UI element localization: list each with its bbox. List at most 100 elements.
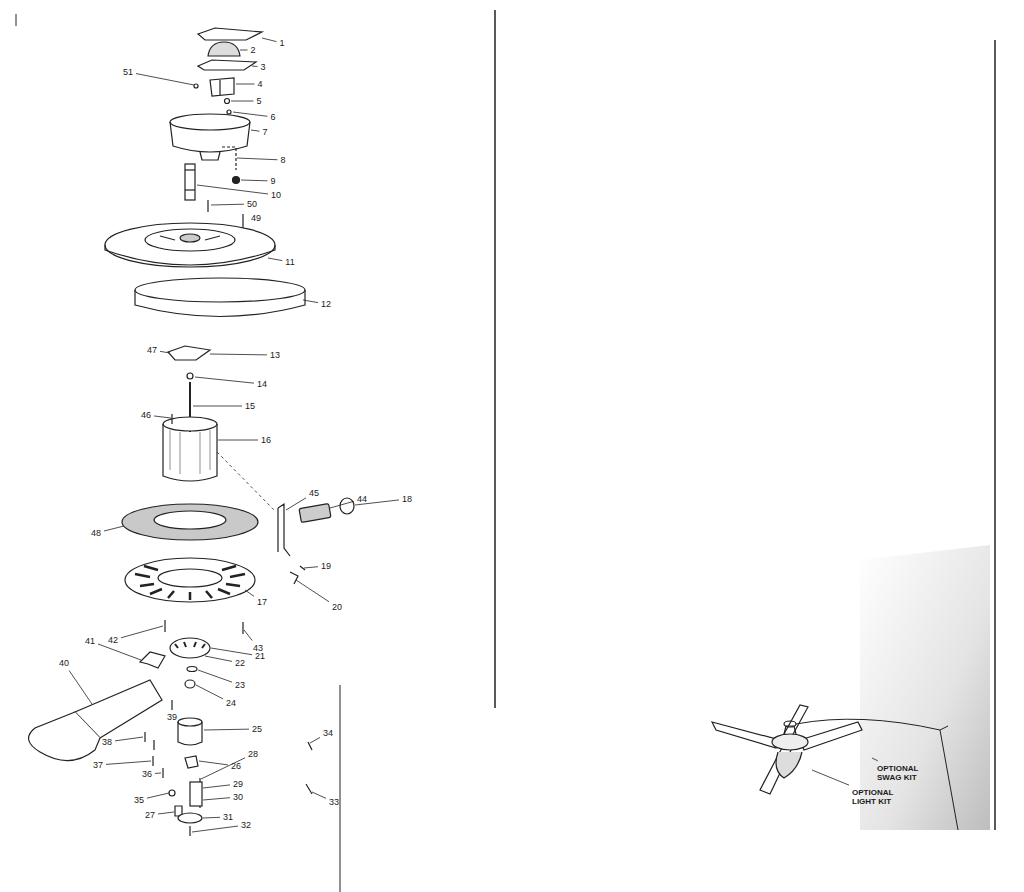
callout-number: 31 — [223, 813, 233, 822]
leader-line — [251, 130, 259, 131]
leader-line — [240, 50, 247, 51]
leader-line — [244, 630, 252, 641]
leader-line — [245, 590, 254, 596]
leader-line — [193, 406, 242, 407]
leader-line — [211, 648, 252, 655]
leader-line — [203, 785, 230, 788]
callout-number: 39 — [167, 713, 177, 722]
leader-line — [231, 101, 253, 102]
callout-number: 44 — [357, 495, 367, 504]
callout-number: 45 — [309, 489, 319, 498]
leader-line — [203, 798, 230, 800]
callout-number: 8 — [280, 156, 285, 165]
leader-line — [296, 580, 329, 602]
leader-line — [210, 354, 267, 356]
callout-number: 30 — [233, 793, 243, 802]
callout-number: 49 — [251, 214, 261, 223]
leader-line — [204, 729, 249, 731]
callout-number: 34 — [323, 729, 333, 738]
leader-line — [304, 567, 318, 568]
callout-number: 4 — [257, 80, 262, 89]
callout-number: 10 — [271, 191, 281, 200]
callout-number: 42 — [108, 636, 118, 645]
leader-line — [195, 377, 254, 383]
callout-number: 20 — [332, 603, 342, 612]
leader-line — [218, 440, 258, 441]
callout-number: 9 — [270, 177, 275, 186]
leader-line — [286, 498, 306, 510]
callout-number: 13 — [270, 351, 280, 360]
callout-number: 32 — [241, 821, 251, 830]
callout-number: 23 — [235, 681, 245, 690]
callout-number: 3 — [260, 63, 265, 72]
leader-line — [201, 758, 245, 779]
callout-number: 18 — [402, 495, 412, 504]
leader-line — [205, 656, 232, 661]
leader-line — [69, 671, 92, 705]
callout-number: 40 — [59, 659, 69, 668]
callout-number: 38 — [102, 738, 112, 747]
leader-line — [303, 300, 318, 303]
note-label: OPTIONAL LIGHT KIT — [852, 788, 904, 806]
callout-number: 33 — [329, 798, 339, 807]
callout-number: 2 — [250, 46, 255, 55]
leader-line — [312, 792, 326, 798]
callout-number: 37 — [93, 761, 103, 770]
callout-number: 19 — [321, 562, 331, 571]
callout-number: 12 — [321, 300, 331, 309]
leader-line — [203, 817, 220, 819]
leader-line — [199, 761, 228, 765]
callout-number: 25 — [252, 725, 262, 734]
leader-line — [237, 158, 277, 160]
callout-number: 22 — [235, 659, 245, 668]
callout-number: 11 — [285, 258, 294, 267]
leader-line — [211, 204, 244, 206]
callout-number: 1 — [279, 39, 284, 48]
leader-line — [192, 826, 238, 832]
leader-line — [104, 526, 124, 531]
leader-line — [160, 351, 170, 353]
callout-number: 36 — [142, 770, 152, 779]
leader-line — [268, 258, 282, 261]
callout-number: 29 — [233, 780, 243, 789]
leader-line — [158, 812, 174, 814]
callout-number: 14 — [257, 380, 267, 389]
note-label: OPTIONAL SWAG KIT — [877, 764, 929, 782]
callout-number: 24 — [226, 699, 236, 708]
leader-line — [241, 180, 267, 182]
leader-line — [872, 758, 878, 761]
callout-number: 15 — [245, 402, 255, 411]
callout-number: 26 — [231, 762, 241, 771]
leader-line — [262, 38, 276, 42]
leader-line — [197, 185, 268, 194]
callout-number: 35 — [134, 796, 144, 805]
callout-number: 5 — [256, 97, 261, 106]
leader-line — [121, 626, 163, 638]
leader-line — [106, 761, 151, 764]
callout-number: 6 — [270, 113, 275, 122]
leader-line — [233, 112, 267, 116]
leader-line — [136, 74, 194, 85]
callout-number: 28 — [248, 750, 258, 759]
leader-line — [252, 66, 257, 67]
leader-line — [154, 416, 171, 418]
leader-line — [115, 737, 143, 741]
callout-number: 50 — [247, 200, 257, 209]
callout-number: 51 — [123, 68, 133, 77]
leader-line — [198, 670, 232, 682]
callout-number: 17 — [257, 598, 267, 607]
leader-line — [310, 737, 320, 743]
callout-number: 7 — [262, 128, 267, 137]
leader-line — [236, 84, 254, 85]
callout-number: 27 — [145, 811, 155, 820]
callout-number: 41 — [85, 637, 95, 646]
callout-number: 16 — [261, 436, 271, 445]
callout-number: 47 — [147, 346, 157, 355]
leader-line — [155, 773, 161, 774]
leader-line — [812, 770, 849, 785]
leader-line — [98, 644, 141, 660]
leader-line — [147, 793, 169, 798]
